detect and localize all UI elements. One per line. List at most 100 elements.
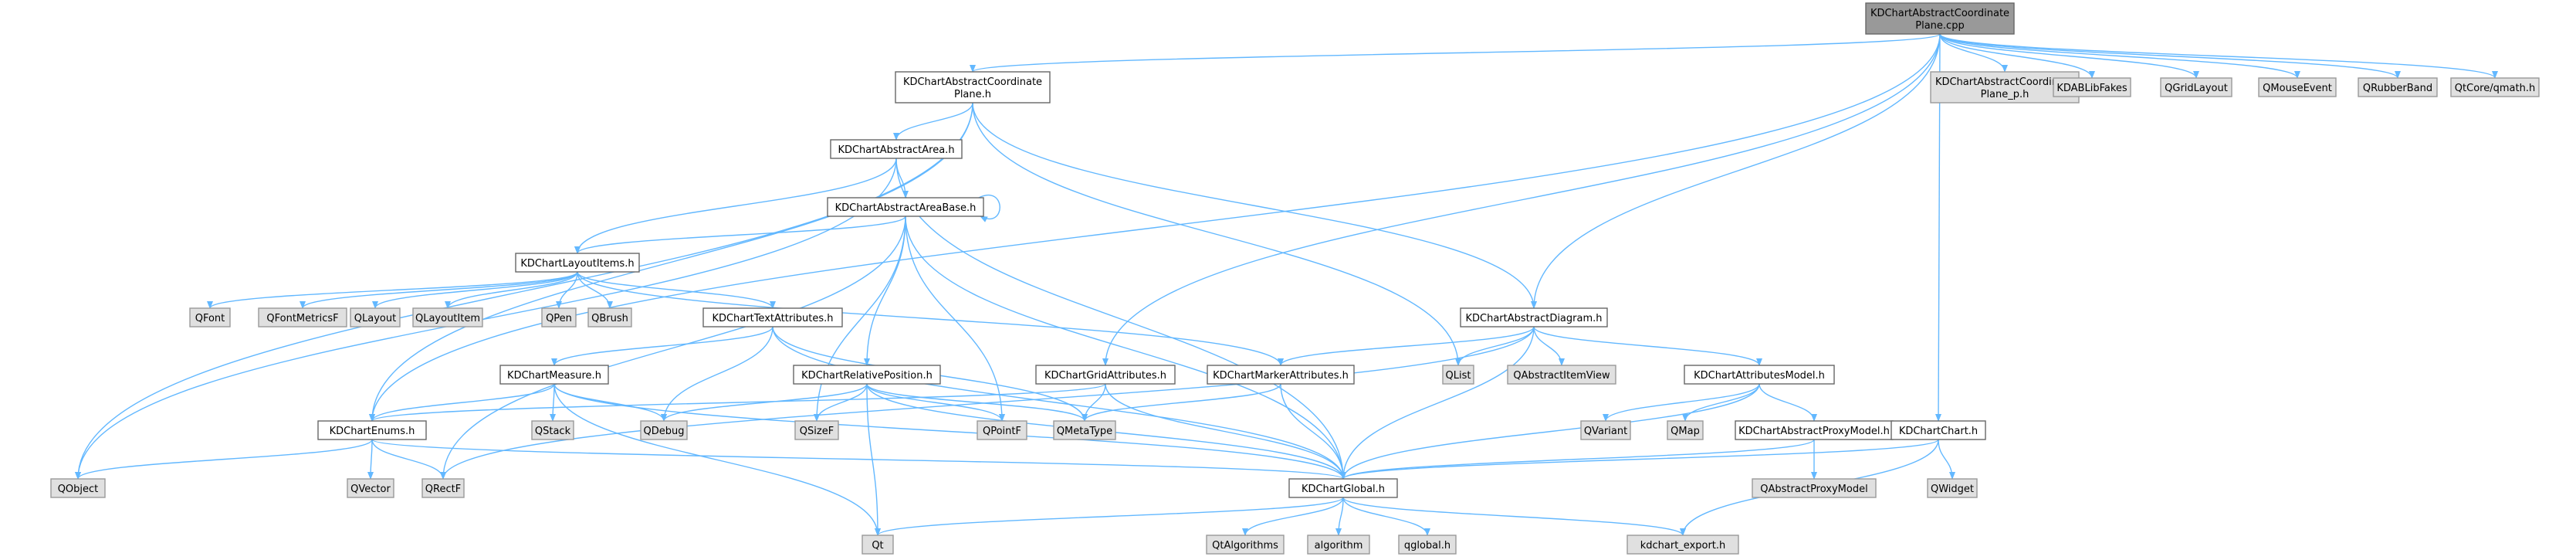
edge-kdchartmeasure-h-to-qt: [553, 383, 881, 536]
node-label: QStack: [535, 426, 571, 437]
node-qtalgorithms: QtAlgorithms: [1206, 535, 1285, 555]
node-box: [258, 307, 347, 328]
edge-kdchartabstractcoordinateplane-h-to-kdchartenums-h: [369, 102, 973, 422]
edge-kdchartmarkerattributes-h-to-kdchartglobal-h: [1280, 383, 1346, 480]
node-qabstractproxymodel: QAbstractProxyModel: [1752, 478, 1877, 498]
edge-kdchartlayoutitems-h-to-qfontmetricsf: [300, 271, 578, 309]
node-label: QRectF: [425, 484, 461, 495]
node-label: Plane.h: [954, 89, 991, 100]
edge-kdchartrelativeposition-h-to-qpointf: [866, 383, 1005, 422]
edge-kdchartabstractcoordinateplane-cpp-to-kdchartabstractdiagram-h: [1531, 33, 1941, 309]
node-qt: Qt: [861, 535, 894, 555]
edge-kdchartabstractarea-h-to-kdchartlayoutitems-h: [574, 158, 897, 254]
node-qpen: QPen: [541, 307, 577, 328]
node-label: KDChartAbstractProxyModel.h: [1738, 426, 1890, 437]
node-label: QPen: [546, 313, 572, 324]
node-box: [861, 535, 894, 555]
node-label: KDChartTextAttributes.h: [712, 313, 833, 324]
node-box: [1891, 420, 1986, 440]
edge-kdchartabstractareabase-h-to-kdchartrelativeposition-h: [864, 216, 906, 366]
edge-kdchartmeasure-h-to-kdchartglobal-h: [553, 383, 1346, 480]
edge-kdchartmeasure-h-to-qstack: [550, 383, 557, 422]
node-box: [189, 307, 231, 328]
node-label: KDChartAbstractAreaBase.h: [835, 202, 977, 214]
edge-kdchartlayoutitems-h-to-kdcharttextattributes-h: [577, 271, 776, 309]
edge-kdchartabstractdiagram-h-to-kdchartglobal-h: [1340, 326, 1535, 480]
node-kdchartabstractdiagram-h[interactable]: KDChartAbstractDiagram.h: [1460, 307, 1608, 328]
node-label: QVariant: [1584, 426, 1627, 437]
node-label: KDABLibFakes: [2056, 83, 2127, 94]
node-qabstractitemview: QAbstractItemView: [1507, 365, 1616, 385]
node-box: [1684, 365, 1835, 385]
node-box: [702, 307, 843, 328]
edge-kdchartabstractcoordinateplane-cpp-to-qtcore-qmath-h: [1939, 33, 2498, 79]
node-box: [1735, 420, 1894, 440]
node-label: QMetaType: [1057, 426, 1112, 437]
edge-kdchartglobal-h-to-qglobal-h: [1342, 497, 1430, 536]
node-kdchartgridattributes-h[interactable]: KDChartGridAttributes.h: [1035, 365, 1176, 385]
node-qtcore-qmath-h: QtCore/qmath.h: [2450, 77, 2540, 97]
node-label: QObject: [58, 484, 99, 495]
node-label: KDChartRelativePosition.h: [801, 370, 933, 382]
node-qsizef: QSizeF: [794, 420, 839, 440]
node-box: [895, 71, 1051, 104]
node-label: QFont: [195, 313, 225, 324]
node-box: [499, 365, 609, 385]
node-box: [977, 420, 1027, 440]
node-qlayout: QLayout: [350, 307, 401, 328]
edge-kdchartenums-h-to-qobject: [75, 439, 373, 480]
node-kdchartglobal-h[interactable]: KDChartGlobal.h: [1288, 478, 1398, 498]
node-qbrush: QBrush: [587, 307, 632, 328]
node-qvariant: QVariant: [1580, 420, 1631, 440]
node-label: QBrush: [591, 313, 628, 324]
node-box: [1927, 478, 1978, 498]
edge-kdchartabstractareabase-h-to-kdchartabstractareabase-h: [978, 195, 1000, 222]
node-box: [1053, 420, 1116, 440]
node-kdchartattributesmodel-h[interactable]: KDChartAttributesModel.h: [1684, 365, 1835, 385]
node-label: QLayout: [354, 313, 396, 324]
node-layer: KDChartAbstractCoordinatePlane.cppKDChar…: [50, 2, 2540, 555]
node-kdchartabstractproxymodel-h[interactable]: KDChartAbstractProxyModel.h: [1735, 420, 1894, 440]
edge-kdchartenums-h-to-qvector: [367, 439, 374, 480]
node-box: [2053, 77, 2131, 97]
node-kdchartmarkerattributes-h[interactable]: KDChartMarkerAttributes.h: [1207, 365, 1355, 385]
node-kdchartenums-h[interactable]: KDChartEnums.h: [317, 420, 427, 440]
node-box: [412, 307, 483, 328]
node-kdchartabstractarea-h[interactable]: KDChartAbstractArea.h: [830, 139, 963, 159]
node-kdcharttextattributes-h[interactable]: KDChartTextAttributes.h: [702, 307, 843, 328]
node-label: Qt: [872, 540, 883, 552]
node-label: KDChartAbstractCoordinate: [1935, 76, 2074, 88]
edge-kdchartrelativeposition-h-to-qmetatype: [866, 383, 1088, 422]
node-qdebug: QDebug: [640, 420, 688, 440]
edge-kdchartabstractcoordinateplane-cpp-to-kdchartabstractcoordinateplane-p-h: [1939, 33, 2008, 73]
node-kdchartchart-h[interactable]: KDChartChart.h: [1891, 420, 1986, 440]
node-qmouseevent: QMouseEvent: [2258, 77, 2337, 97]
node-kdchartrelativeposition-h[interactable]: KDChartRelativePosition.h: [793, 365, 941, 385]
node-kdchartabstractareabase-h[interactable]: KDChartAbstractAreaBase.h: [827, 197, 984, 217]
node-box: [421, 478, 465, 498]
edge-kdchartglobal-h-to-qtalgorithms: [1242, 497, 1344, 536]
node-qobject: QObject: [50, 478, 106, 498]
node-label: QtAlgorithms: [1212, 540, 1278, 552]
node-kdablibfakes: KDABLibFakes: [2053, 77, 2131, 97]
edge-kdchartgridattributes-h-to-kdchartenums-h: [369, 383, 1106, 422]
edge-kdchartlayoutitems-h-to-qpen: [556, 271, 578, 309]
node-box: [793, 365, 941, 385]
edge-kdchartabstractcoordinateplane-cpp-to-kdchartabstractcoordinateplane-h: [970, 33, 1941, 73]
node-kdchartlayoutitems-h[interactable]: KDChartLayoutItems.h: [515, 253, 640, 273]
edge-kdchartabstractcoordinateplane-h-to-kdchartabstractdiagram-h: [972, 102, 1537, 309]
node-label: QSizeF: [800, 426, 834, 437]
node-label: algorithm: [1315, 540, 1363, 552]
node-label: KDChartAbstractDiagram.h: [1465, 313, 1602, 324]
edge-kdchartenums-h-to-kdchartglobal-h: [371, 439, 1346, 480]
edge-kdchartabstractdiagram-h-to-qrectf: [440, 326, 1535, 480]
node-box: [541, 307, 577, 328]
edge-kdchartabstractcoordinateplane-cpp-to-qgridlayout: [1939, 33, 2199, 79]
node-label: QDebug: [644, 426, 685, 437]
node-kdchartmeasure-h[interactable]: KDChartMeasure.h: [499, 365, 609, 385]
node-qrectf: QRectF: [421, 478, 465, 498]
node-label: KDChartAbstractArea.h: [838, 144, 954, 156]
node-label: KDChartAttributesModel.h: [1694, 370, 1825, 382]
